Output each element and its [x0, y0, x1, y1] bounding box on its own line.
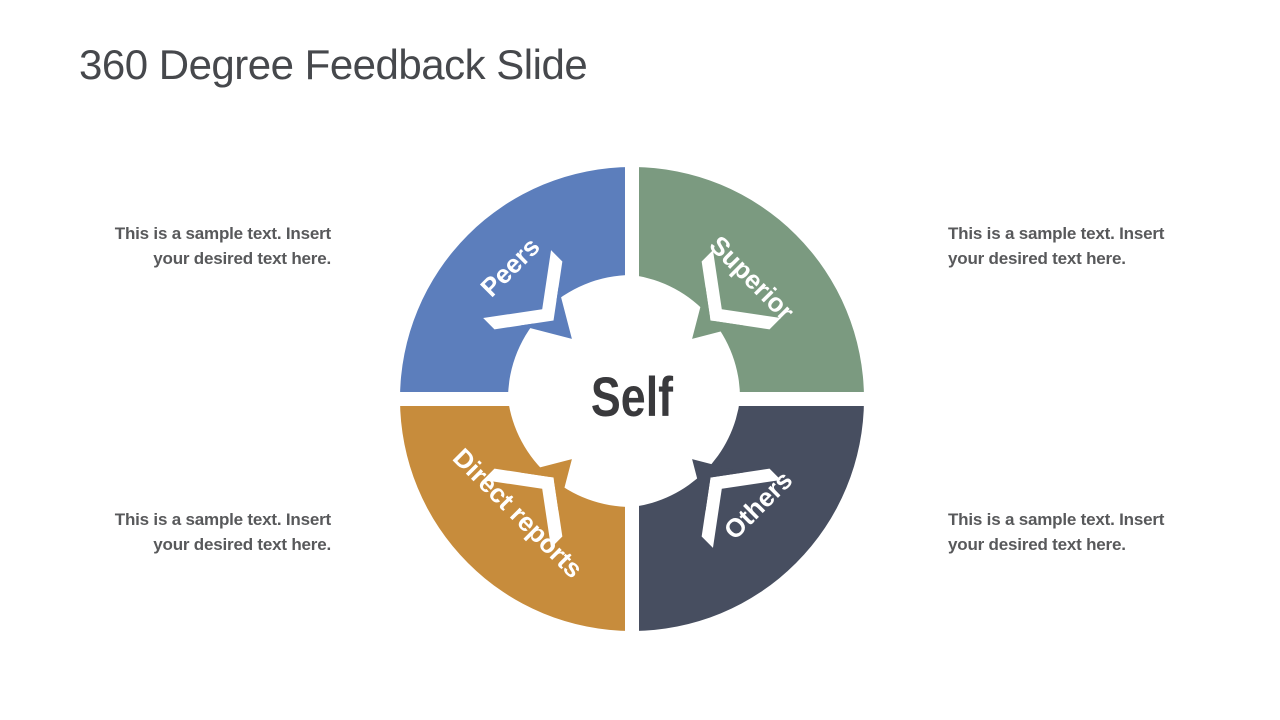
caption-right-bottom[interactable]: This is a sample text. Insert your desir…: [948, 507, 1164, 557]
superior-arrow: [692, 250, 781, 339]
direct-reports-arrow: [483, 459, 572, 548]
peers-arrow: [483, 250, 572, 339]
caption-text-line: This is a sample text. Insert: [948, 510, 1165, 529]
caption-text-line: your desired text here.: [948, 535, 1126, 554]
arrow-gap-notch: [701, 468, 781, 548]
segment-direct-reports[interactable]: [400, 399, 632, 631]
arrow-gap-notch: [483, 250, 563, 330]
inward-arrow-icon: [520, 459, 572, 511]
horizontal-axis-gap: [397, 392, 867, 406]
inward-arrow-icon: [692, 459, 744, 511]
caption-right-top[interactable]: This is a sample text. Insert your desir…: [948, 221, 1164, 271]
caption-text-line: This is a sample text. Insert: [114, 510, 331, 529]
inward-arrow-icon: [520, 287, 572, 339]
segment-others[interactable]: [632, 399, 864, 631]
segment-superior[interactable]: [632, 167, 864, 399]
inward-arrow-icon: [692, 287, 744, 339]
caption-left-top[interactable]: This is a sample text. Insert your desir…: [115, 221, 331, 271]
arrow-gap-notch: [701, 250, 781, 330]
caption-text-line: your desired text here.: [948, 249, 1126, 268]
segment-peers[interactable]: [400, 167, 632, 399]
caption-left-bottom[interactable]: This is a sample text. Insert your desir…: [115, 507, 331, 557]
caption-text-line: This is a sample text. Insert: [948, 224, 1165, 243]
slide-title[interactable]: 360 Degree Feedback Slide: [79, 41, 588, 88]
arrow-gap-notch: [483, 468, 563, 548]
feedback-cycle-diagram: Peers Superior Direct reports Others Sel…: [397, 164, 867, 634]
others-arrow: [692, 459, 781, 548]
caption-text-line: your desired text here.: [153, 535, 331, 554]
caption-text-line: This is a sample text. Insert: [114, 224, 331, 243]
center-self-label[interactable]: Self: [591, 365, 673, 428]
caption-text-line: your desired text here.: [153, 249, 331, 268]
